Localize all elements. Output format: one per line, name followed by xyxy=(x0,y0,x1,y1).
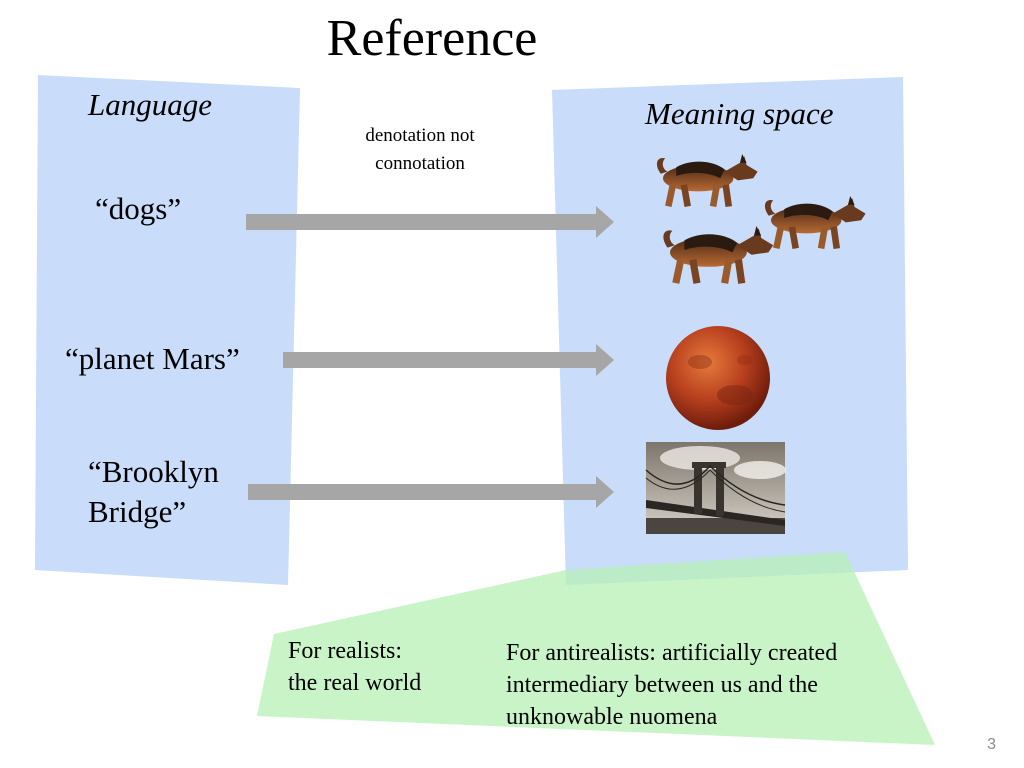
realists-caption: For realists: the real world xyxy=(288,638,422,696)
mars-image xyxy=(666,326,770,430)
meaning-space-heading: Meaning space xyxy=(645,96,834,131)
denotation-note: denotation not connotation xyxy=(365,125,475,174)
language-panel xyxy=(35,75,300,585)
language-heading: Language xyxy=(88,87,212,122)
brooklyn-bridge-image xyxy=(645,442,786,534)
term-brooklyn-bridge: “Brooklyn Bridge” xyxy=(88,454,219,530)
antirealists-caption: For antirealists: artificially created i… xyxy=(506,640,838,730)
real-world-region xyxy=(257,552,935,745)
term-dogs: “dogs” xyxy=(95,191,182,226)
slide-title: Reference xyxy=(326,10,538,67)
arrow-bridge xyxy=(248,476,614,508)
term-planet-mars: “planet Mars” xyxy=(65,341,240,376)
arrow-mars xyxy=(283,344,614,376)
arrow-dogs xyxy=(246,206,614,238)
slide-number: 3 xyxy=(987,736,996,753)
